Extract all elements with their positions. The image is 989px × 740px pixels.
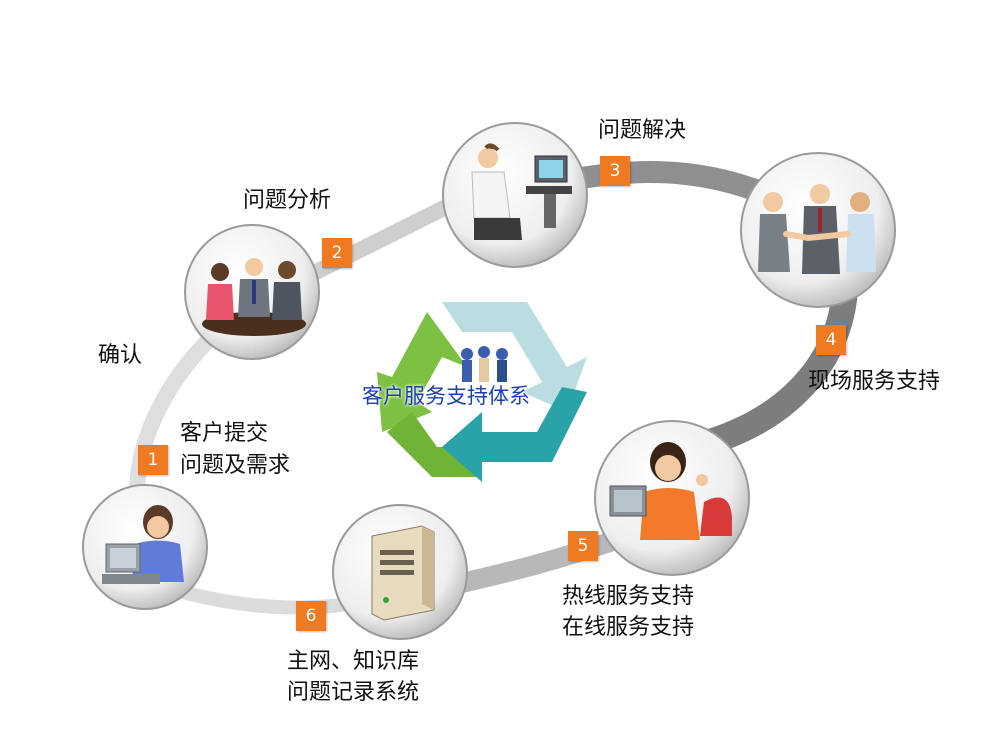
step-4-label: 现场服务支持 xyxy=(808,369,941,394)
confirm-label: 确认 xyxy=(98,343,143,368)
step-6-badge: 6 xyxy=(296,601,326,631)
step-4-badge: 4 xyxy=(816,325,846,355)
center-title: 客户服务支持体系 xyxy=(362,384,530,408)
man-at-computer-icon xyxy=(442,122,588,268)
step-2-label: 问题分析 xyxy=(243,188,332,213)
handshake-icon xyxy=(740,152,896,308)
center-recycle-emblem xyxy=(372,282,602,486)
headset-operator-icon xyxy=(594,420,750,576)
step-1-label-line-1: 客户提交 xyxy=(180,421,269,446)
step-5-label-line-1: 热线服务支持 xyxy=(562,584,695,609)
step-3-label: 问题解决 xyxy=(598,118,687,143)
step-6-node xyxy=(330,502,470,646)
server-tower-icon xyxy=(332,504,468,640)
step-4-node xyxy=(738,150,898,314)
step-1-label-line-2: 问题及需求 xyxy=(180,453,291,478)
step-5-label-line-2: 在线服务支持 xyxy=(562,615,695,640)
meeting-icon xyxy=(184,224,320,360)
step-1-badge: 1 xyxy=(138,445,168,475)
step-5-node xyxy=(592,418,752,582)
woman-on-phone-icon xyxy=(82,484,208,610)
step-2-node xyxy=(182,222,322,366)
step-1-node xyxy=(80,482,210,616)
step-3-badge: 3 xyxy=(600,156,630,186)
recycle-arrows-icon xyxy=(377,302,587,482)
step-6-label-line-1: 主网、知识库 xyxy=(287,649,420,674)
step-6-label-line-2: 问题记录系统 xyxy=(287,680,420,705)
step-5-badge: 5 xyxy=(568,531,598,561)
step-2-badge: 2 xyxy=(322,238,352,268)
step-3-node xyxy=(440,120,590,274)
